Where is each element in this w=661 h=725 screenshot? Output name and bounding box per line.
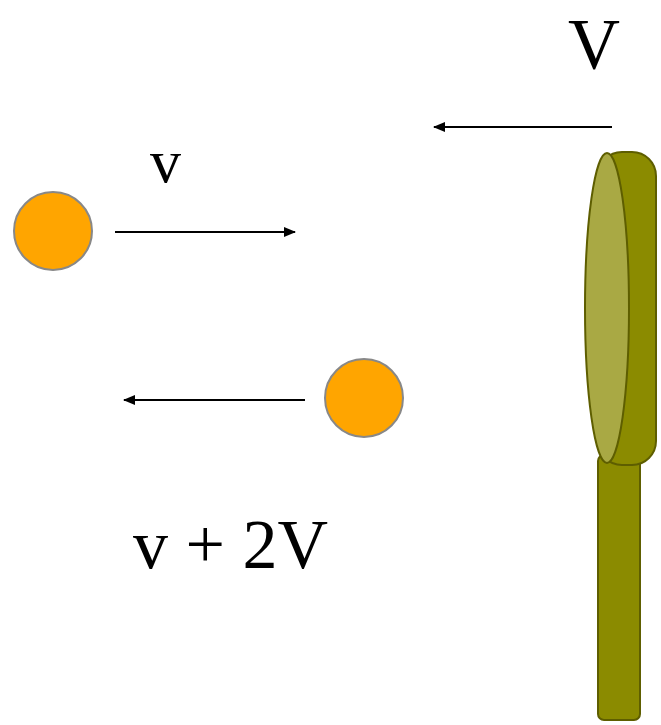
velocity-label: v bbox=[150, 130, 181, 192]
velocity-arrow bbox=[115, 231, 295, 233]
velocity-label: V bbox=[568, 8, 620, 80]
ball bbox=[14, 192, 92, 270]
velocity-arrow bbox=[434, 126, 612, 128]
ball bbox=[325, 359, 403, 437]
paddle-face bbox=[585, 153, 629, 463]
velocity-label: v + 2V bbox=[133, 510, 328, 580]
velocity-arrow bbox=[124, 399, 305, 401]
paddle-handle bbox=[598, 455, 640, 720]
